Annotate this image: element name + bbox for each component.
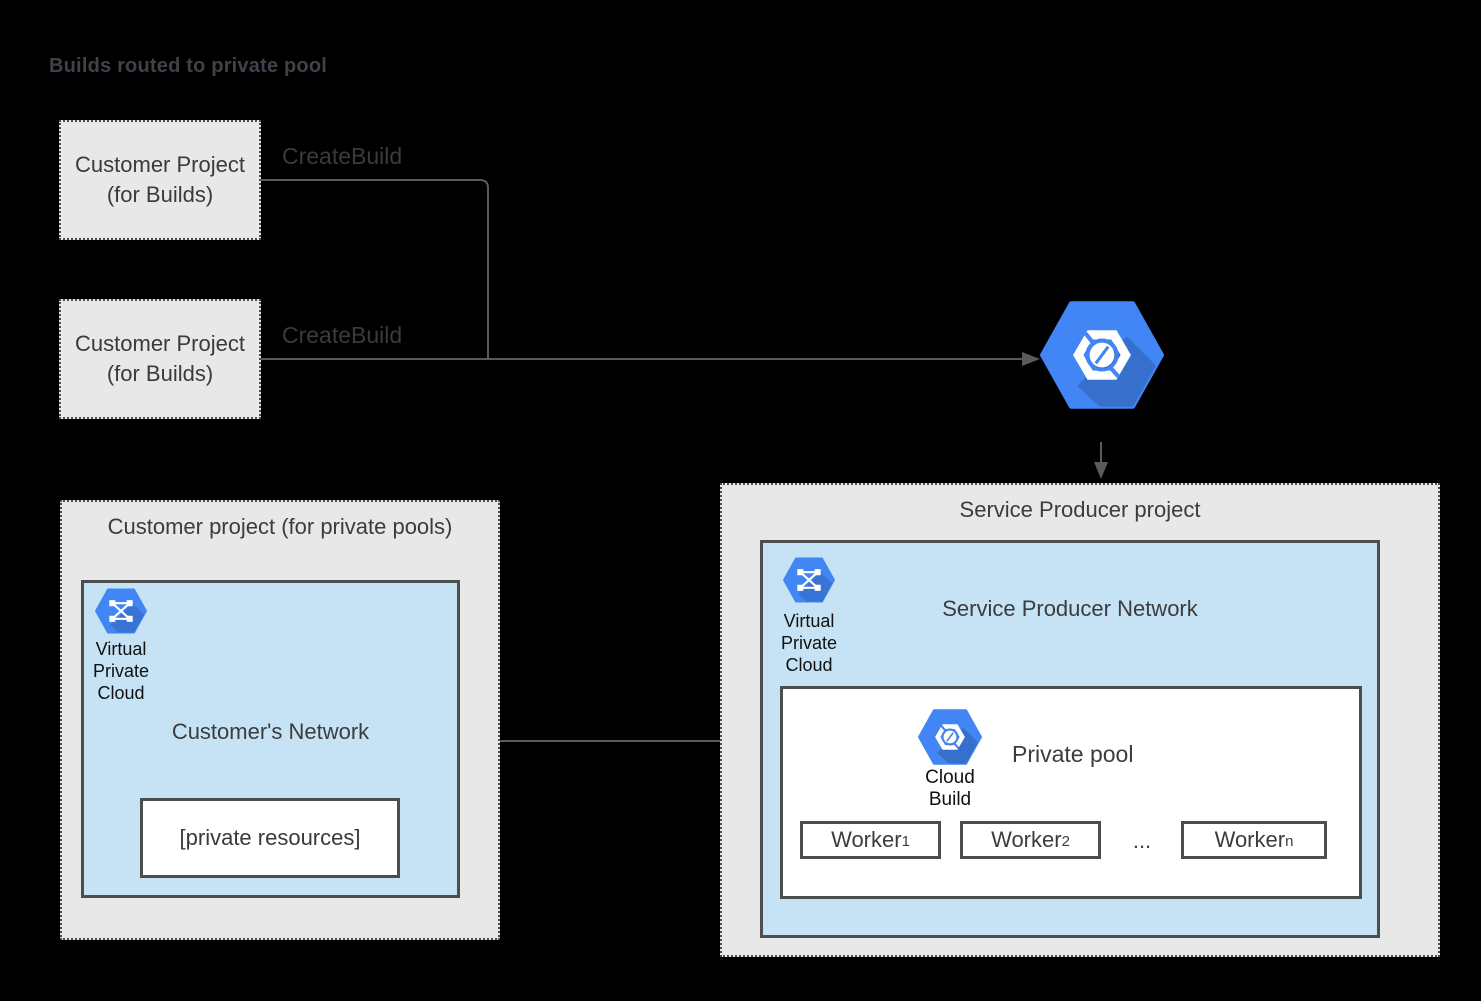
customer-project-box-1: Customer Project (for Builds) [59, 120, 261, 240]
private-pool-title: Private pool [1012, 741, 1134, 767]
vpc-label-customer-line3: Cloud [97, 683, 145, 703]
vpc-label-customer-line2: Private [92, 661, 150, 681]
cloud-build-small-icon [918, 709, 982, 765]
cloud-build-label: Cloud Build [905, 767, 995, 811]
vpc-label-customer: Virtual Private Cloud [83, 638, 159, 704]
workers-ellipsis: ... [1132, 828, 1152, 853]
cloud-build-label-line2: Build [928, 789, 972, 810]
service-producer-network-title: Service Producer Network [942, 596, 1198, 621]
arrowhead-right-icon [1022, 352, 1040, 366]
createbuild-label-1: CreateBuild [282, 143, 403, 169]
customer-project-2-line2: (for Builds) [106, 361, 214, 386]
vpc-label-producer-line1: Virtual [783, 611, 835, 631]
customer-network-title: Customer's Network [171, 719, 370, 744]
private-pool-box [780, 686, 1362, 899]
createbuild-line-1 [261, 179, 489, 358]
vpc-label-producer-line3: Cloud [785, 655, 833, 675]
arrowhead-down-icon [1094, 462, 1108, 479]
worker-1-label: Worker [831, 827, 902, 852]
private-resources-box: [private resources] [140, 798, 400, 878]
private-resources-label: [private resources] [179, 825, 361, 850]
customer-project-1-line2: (for Builds) [106, 182, 214, 207]
virtual-private-cloud-icon-2 [95, 588, 147, 634]
worker-n-label: Worker [1214, 827, 1286, 852]
customer-project-2-line1: Customer Project [75, 331, 245, 356]
customer-project-box-2: Customer Project (for Builds) [59, 299, 261, 419]
worker-2-label: Worker [991, 827, 1062, 852]
service-producer-project-title: Service Producer project [959, 497, 1201, 522]
cloud-build-label-line1: Cloud [925, 767, 975, 788]
vpc-label-customer-line1: Virtual [95, 639, 147, 659]
createbuild-label-2: CreateBuild [282, 322, 403, 348]
virtual-private-cloud-icon [783, 557, 835, 603]
vpc-label-producer: Virtual Private Cloud [771, 610, 847, 676]
page-title: Builds routed to private pool [49, 55, 328, 77]
cloud-build-icon [1040, 300, 1164, 410]
vpc-label-producer-line2: Private [780, 633, 838, 653]
customer-pool-project-title: Customer project (for private pools) [107, 514, 453, 539]
customer-project-1-line1: Customer Project [75, 152, 245, 177]
